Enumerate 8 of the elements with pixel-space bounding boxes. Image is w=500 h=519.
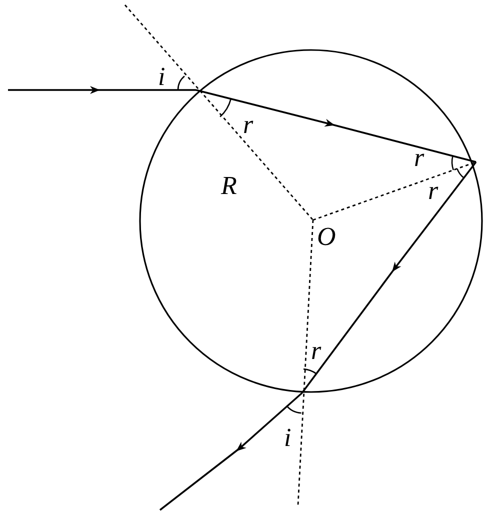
angle-label: r <box>243 112 254 138</box>
angle-label: i <box>158 64 166 90</box>
angle-label: i <box>284 425 292 451</box>
angle-label: r <box>428 178 438 204</box>
angle-label: r <box>311 338 322 364</box>
angle-label: R <box>221 173 237 199</box>
angle-label: r <box>414 145 424 171</box>
angle-label: O <box>317 224 336 250</box>
